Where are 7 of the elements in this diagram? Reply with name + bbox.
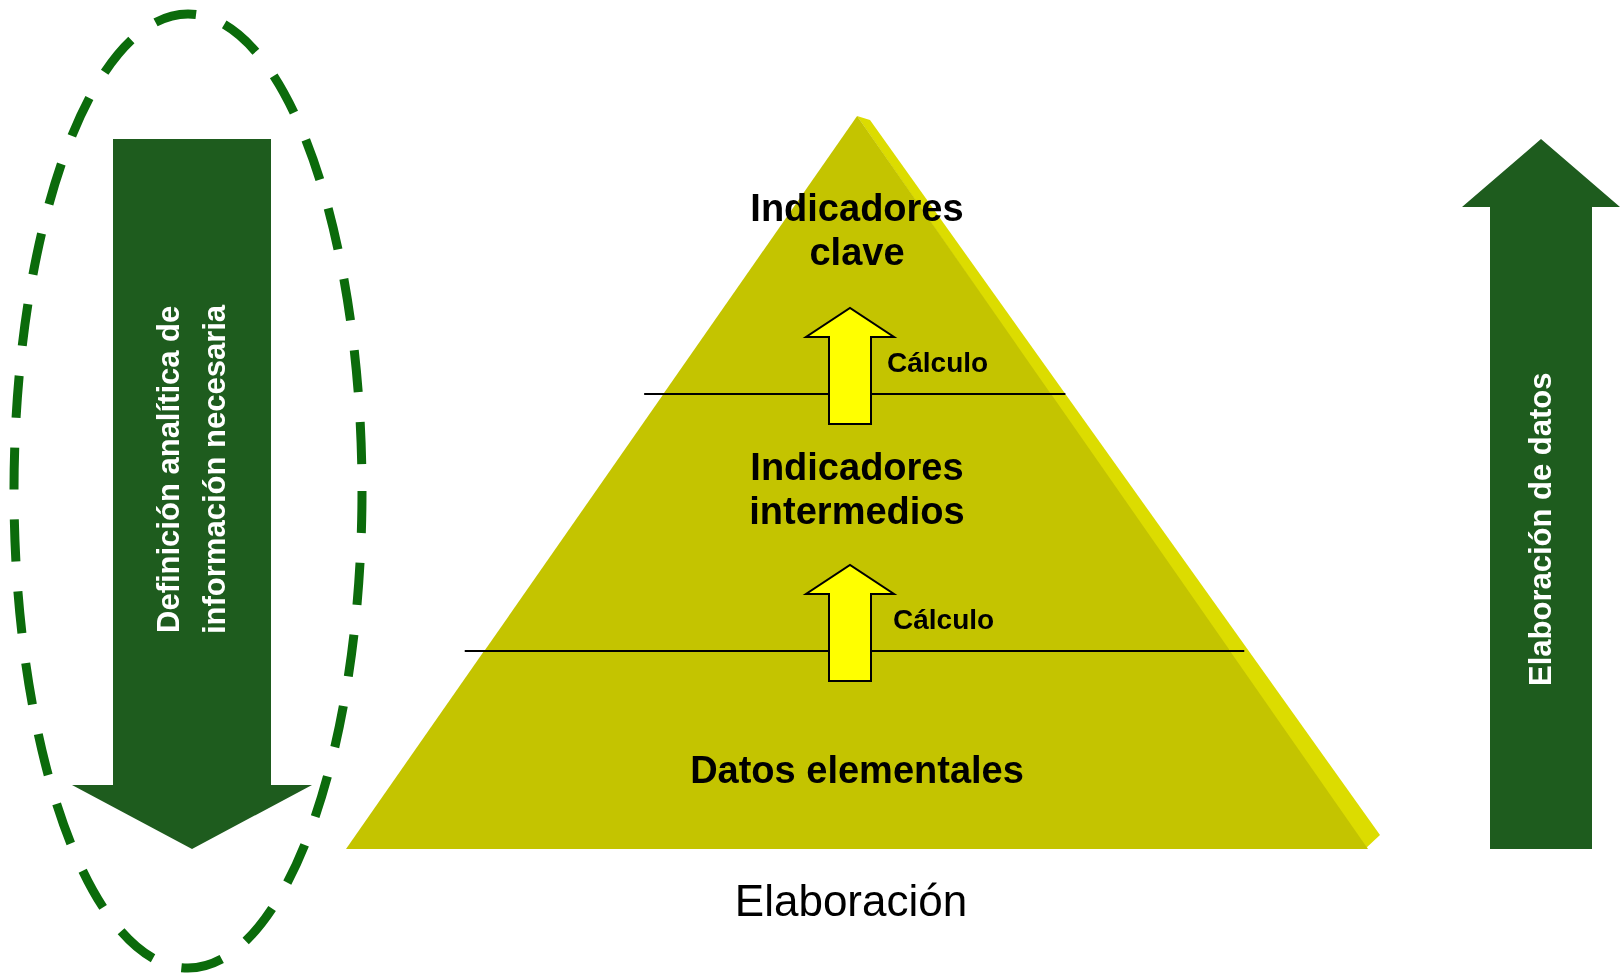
arrow-label: Definición analítica de información necesaria — [150, 303, 233, 636]
block-arrow — [802, 563, 898, 682]
level-title: Indicadores intermedios — [748, 445, 966, 533]
arrow-label: Elaboración de datos — [1522, 371, 1559, 688]
axis-caption: Elaboración — [734, 875, 968, 927]
block-arrow — [802, 306, 898, 425]
level-title: Datos elementales — [689, 748, 1025, 792]
